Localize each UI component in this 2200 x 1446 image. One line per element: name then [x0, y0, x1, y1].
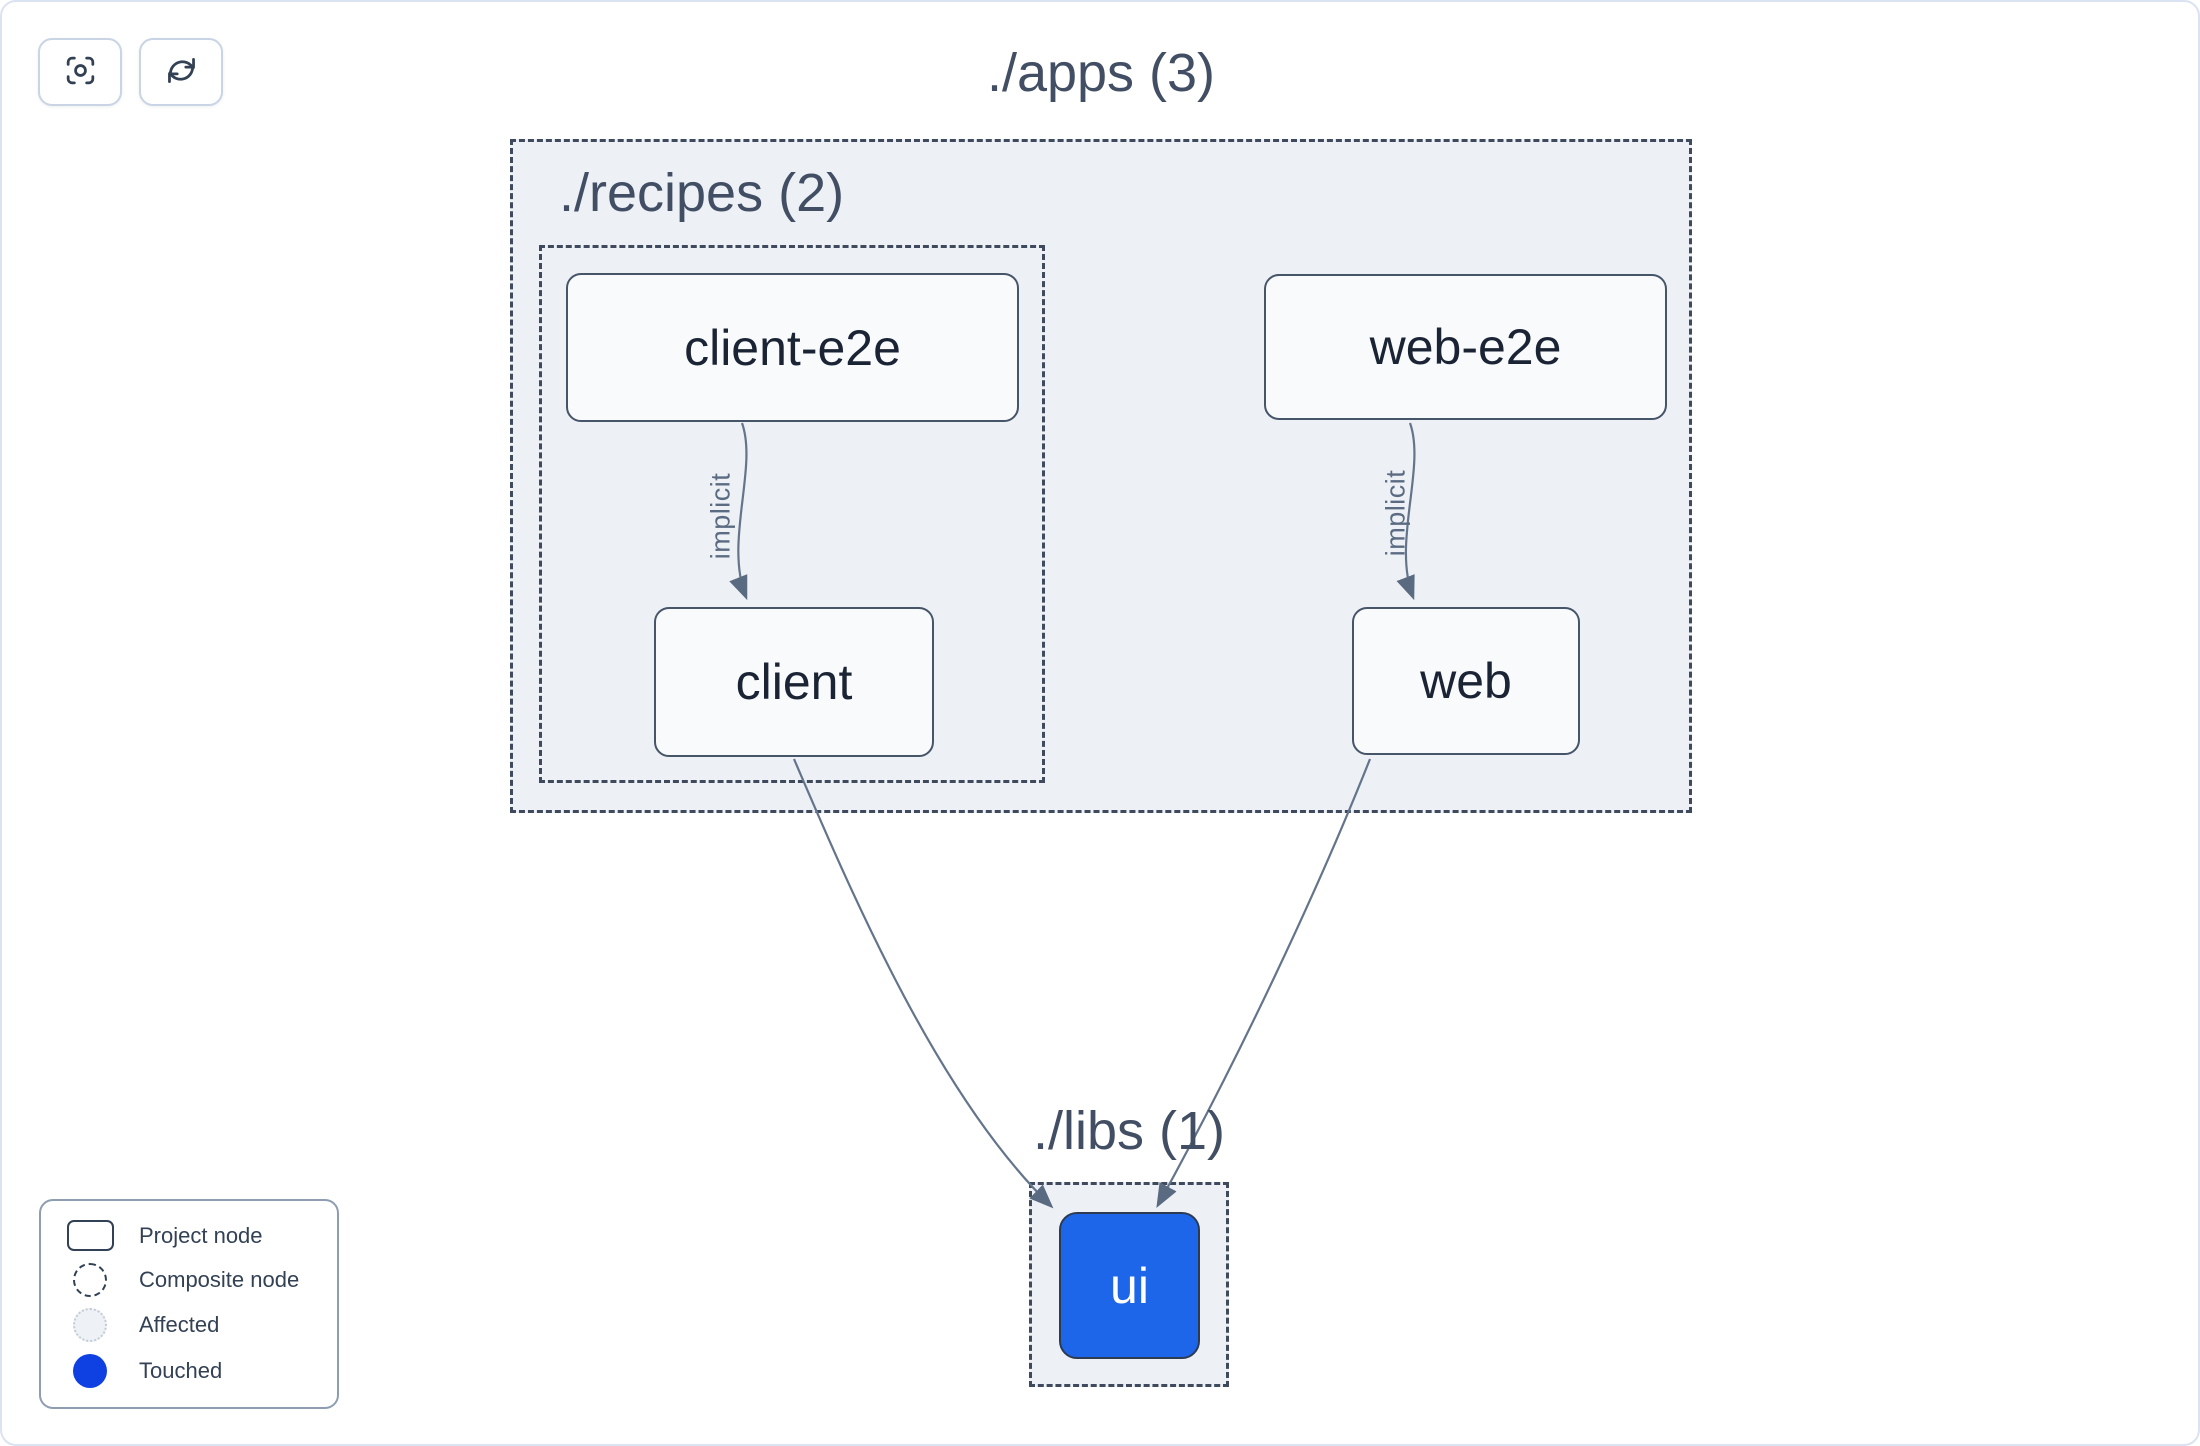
legend-item-touched: Touched — [41, 1353, 337, 1388]
legend-item-affected: Affected — [41, 1308, 337, 1343]
project-node-ui-touched[interactable]: ui — [1059, 1212, 1200, 1359]
legend-label: Affected — [139, 1312, 220, 1338]
legend-label: Composite node — [139, 1266, 300, 1292]
focus-icon — [62, 52, 99, 92]
edge-client-e2e-to-client[interactable] — [729, 422, 748, 601]
group-label-libs[interactable]: ./libs (1) — [1032, 1101, 1226, 1161]
project-node-web-e2e[interactable]: web-e2e — [1264, 274, 1667, 420]
project-node-client-e2e[interactable]: client-e2e — [566, 273, 1019, 422]
project-node-icon — [66, 1220, 114, 1252]
edge-label-implicit: implicit — [1380, 469, 1411, 557]
affected-icon — [73, 1308, 107, 1343]
edge-web-to-ui[interactable] — [1156, 758, 1372, 1208]
project-node-client[interactable]: client — [654, 607, 934, 757]
refresh-button[interactable] — [139, 38, 223, 106]
edge-client-to-ui[interactable] — [792, 758, 1054, 1209]
focus-button[interactable] — [38, 38, 122, 106]
graph-toolbar — [38, 38, 223, 106]
group-label-recipes[interactable]: ./recipes (2) — [559, 163, 845, 223]
legend-label: Touched — [139, 1357, 223, 1383]
touched-icon — [73, 1353, 107, 1388]
composite-node-icon — [73, 1262, 107, 1297]
refresh-icon — [163, 52, 200, 92]
group-label-apps[interactable]: ./apps (3) — [986, 43, 1216, 103]
legend-label: Project node — [139, 1222, 263, 1248]
composite-group-recipes[interactable] — [539, 245, 1045, 783]
project-node-web[interactable]: web — [1352, 607, 1580, 755]
legend-item-composite-node: Composite node — [41, 1262, 337, 1297]
edge-web-e2e-to-web[interactable] — [1396, 422, 1416, 601]
legend-item-project-node: Project node — [41, 1220, 337, 1252]
edge-label-implicit: implicit — [705, 472, 736, 560]
legend-panel: Project node Composite node Affected Tou… — [39, 1199, 339, 1409]
